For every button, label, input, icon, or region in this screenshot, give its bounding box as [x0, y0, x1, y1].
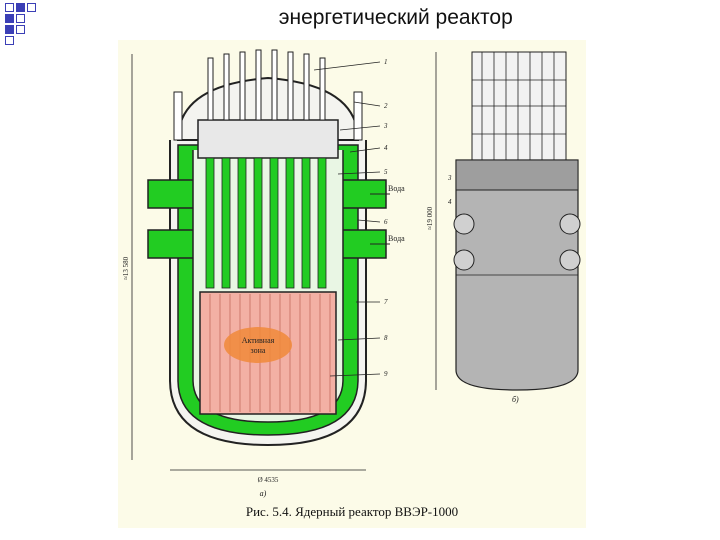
external-view: ≈19 000 3 4 б)	[426, 51, 581, 404]
figure-caption: Рис. 5.4. Ядерный реактор ВВЭР-1000	[246, 504, 458, 519]
height-dimension-a: ≈13 580	[122, 256, 130, 280]
core-glow	[224, 327, 292, 363]
slide-title: Водо-водяной энергетический реактор	[136, 6, 513, 30]
slide-title-part1: Водо-водяной	[136, 6, 273, 29]
label-num-4: 4	[384, 144, 388, 152]
label-num-b3: 3	[447, 174, 452, 182]
core-label-1: Активная	[242, 336, 275, 345]
label-num-6: 6	[384, 218, 388, 226]
reactor-drawing: Активная зона Вода Вода 1 2 3 4 5 6 7 8	[122, 49, 581, 519]
reactor-figure: Активная зона Вода Вода 1 2 3 4 5 6 7 8	[118, 40, 586, 528]
bullet-squares-decoration	[0, 0, 60, 50]
control-rod-drives	[173, 49, 363, 141]
label-num-3: 3	[383, 122, 388, 130]
label-num-9: 9	[384, 370, 388, 378]
slide-title-part2: энергетический реактор	[272, 6, 513, 29]
height-dimension-b: ≈19 000	[426, 206, 434, 230]
label-num-1: 1	[384, 58, 388, 66]
label-num-5: 5	[384, 168, 388, 176]
vessel-nozzles	[453, 213, 581, 271]
water-label-1: Вода	[388, 184, 405, 193]
core-label-2: зона	[251, 346, 266, 355]
cross-section-view: Активная зона Вода Вода 1 2 3 4 5 6 7 8	[122, 49, 405, 498]
leader-lines	[313, 61, 381, 377]
sub-label-b: б)	[512, 395, 519, 404]
sub-label-a: а)	[260, 489, 267, 498]
label-num-2: 2	[384, 102, 388, 110]
water-label-2: Вода	[388, 234, 405, 243]
label-num-8: 8	[384, 334, 388, 342]
vessel-flange	[455, 159, 579, 191]
label-num-7: 7	[384, 298, 388, 306]
label-num-b4: 4	[448, 198, 452, 206]
guide-tubes	[205, 157, 327, 289]
width-dimension: Ø 4535	[258, 476, 279, 484]
protective-tube-block	[197, 119, 339, 159]
drive-mechanism-rods	[472, 52, 566, 160]
